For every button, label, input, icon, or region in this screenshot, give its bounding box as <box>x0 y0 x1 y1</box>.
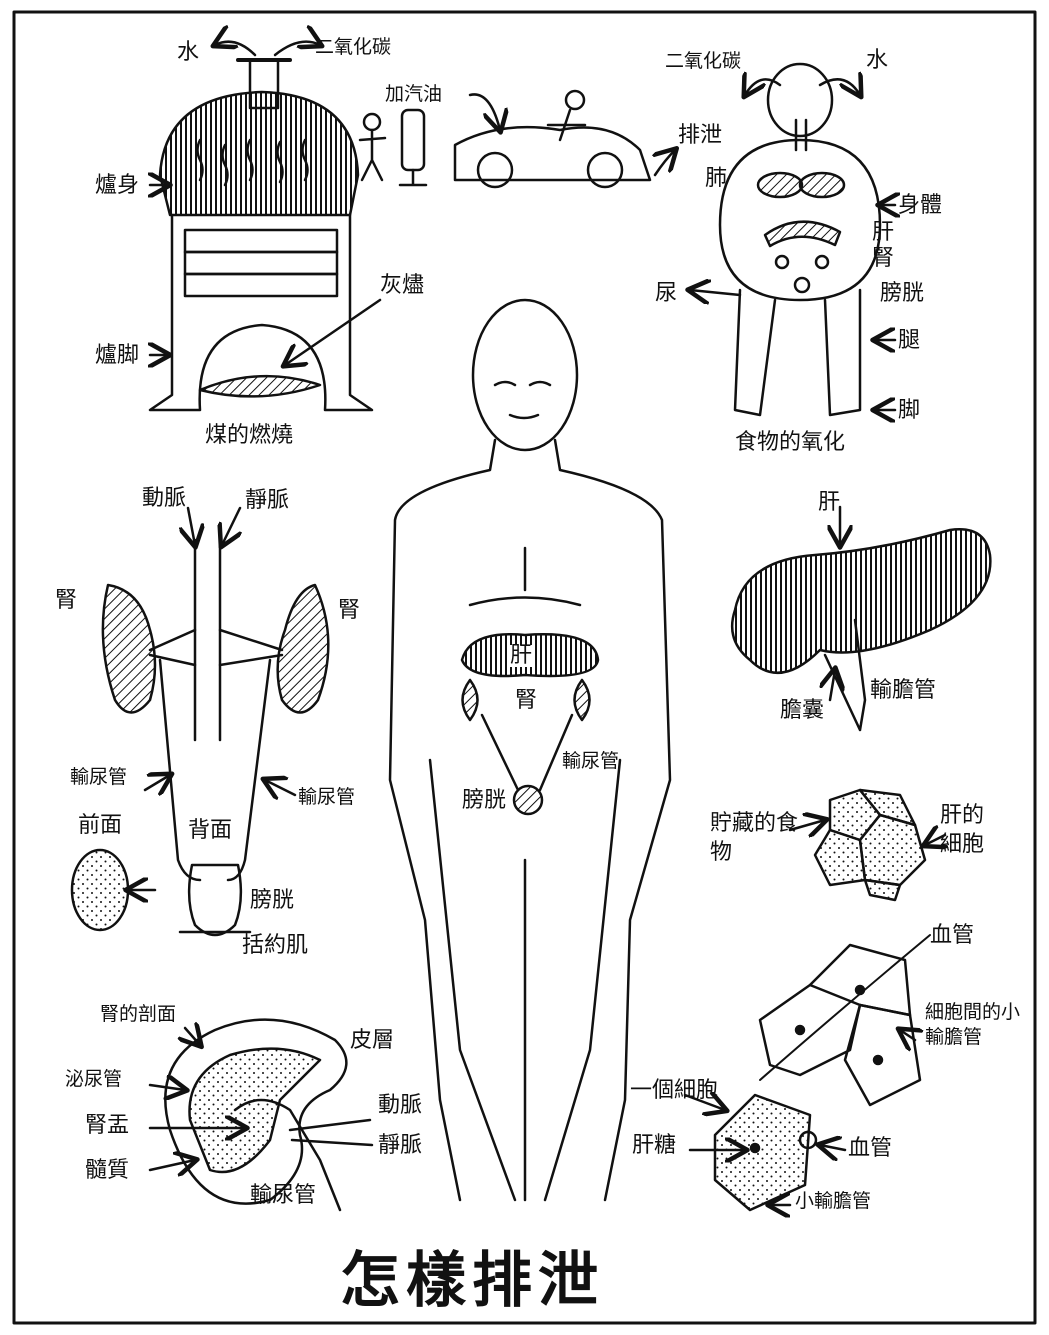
oxidation-caption: 食物的氧化 <box>735 432 845 454</box>
kidney-bladder-label: 膀胱 <box>250 890 294 912</box>
kidney-system-drawing <box>72 508 328 935</box>
front-label: 前面 <box>78 815 122 837</box>
kidney-artery-label: 動脈 <box>142 488 186 510</box>
liver-cell-label: 肝的細胞 <box>940 802 1000 859</box>
kidney-vein-label: 靜脈 <box>245 490 289 512</box>
back-label: 背面 <box>188 820 232 842</box>
oxidation-leg-label: 腿 <box>898 330 920 352</box>
stove-ash-label: 灰燼 <box>380 275 424 297</box>
sphincter-label: 括約肌 <box>242 935 308 957</box>
pelvis-label: 腎盂 <box>85 1115 129 1137</box>
liver-drawing <box>732 507 990 730</box>
page-title: 怎樣排泄 <box>340 1232 660 1319</box>
human-bladder-label: 膀胱 <box>462 790 506 812</box>
urinary-tubule-label: 泌尿管 <box>65 1070 122 1089</box>
oxidation-urine-label: 尿 <box>655 283 677 305</box>
oxidation-body-drawing <box>690 64 895 415</box>
ureter-right-label: 輸尿管 <box>298 788 355 807</box>
gallbladder-label: 膽囊 <box>780 700 824 722</box>
stove-drawing <box>150 42 380 410</box>
cell-blood-vessel-label: 血管 <box>848 1138 892 1160</box>
stove-caption: 煤的燃燒 <box>205 425 293 447</box>
cell-blood-vessel-top-label: 血管 <box>930 925 974 947</box>
one-cell-label: 一個細胞 <box>630 1080 718 1102</box>
oxidation-bladder-label: 膀胱 <box>880 283 924 305</box>
car-exhaust-label: 排泄 <box>678 125 722 147</box>
kidney-section-drawing <box>150 1020 372 1210</box>
kidney-left-label: 腎 <box>55 590 77 612</box>
oxidation-kidney-label: 腎 <box>872 248 894 270</box>
bile-duct-label: 輸膽管 <box>870 680 936 702</box>
ureter-left-label: 輸尿管 <box>70 768 127 787</box>
section-ureter-label: 輸尿管 <box>250 1185 316 1207</box>
kidney-section-label: 腎的剖面 <box>100 1005 176 1024</box>
stove-co2-label: 二氧化碳 <box>315 38 391 57</box>
stored-food-label: 貯藏的食物 <box>710 810 800 867</box>
kidney-right-label: 腎 <box>338 600 360 622</box>
medulla-label: 髓質 <box>85 1160 129 1182</box>
human-figure-drawing <box>390 300 670 1200</box>
liver-cells-drawing <box>790 790 945 900</box>
oxidation-foot-label: 脚 <box>898 400 920 422</box>
oxidation-lung-label: 肺 <box>705 168 727 190</box>
human-ureter-label: 輸尿管 <box>562 752 619 771</box>
oxidation-body-label: 身體 <box>898 195 942 217</box>
oxidation-water-label: 水 <box>866 50 888 72</box>
car-drawing <box>360 91 675 187</box>
section-vein-label: 靜脈 <box>378 1135 422 1157</box>
cell-detail-drawing <box>685 935 930 1210</box>
glycogen-label: 肝糖 <box>632 1135 676 1157</box>
car-fuel-label: 加汽油 <box>385 85 442 104</box>
liver-label: 肝 <box>818 492 840 514</box>
stove-foot-label: 爐脚 <box>95 345 139 367</box>
stove-body-label: 爐身 <box>95 175 139 197</box>
human-kidney-label: 腎 <box>515 690 537 712</box>
section-artery-label: 動脈 <box>378 1095 422 1117</box>
stove-water-label: 水 <box>177 42 199 64</box>
cortex-label: 皮層 <box>350 1030 394 1052</box>
human-liver-label: 肝 <box>510 645 532 667</box>
intercellular-ducts-label: 細胞間的小輸膽管 <box>925 1000 1020 1049</box>
oxidation-liver-label: 肝 <box>872 222 894 244</box>
oxidation-co2-label: 二氧化碳 <box>665 52 741 71</box>
small-bile-duct-label: 小輸膽管 <box>795 1192 871 1211</box>
